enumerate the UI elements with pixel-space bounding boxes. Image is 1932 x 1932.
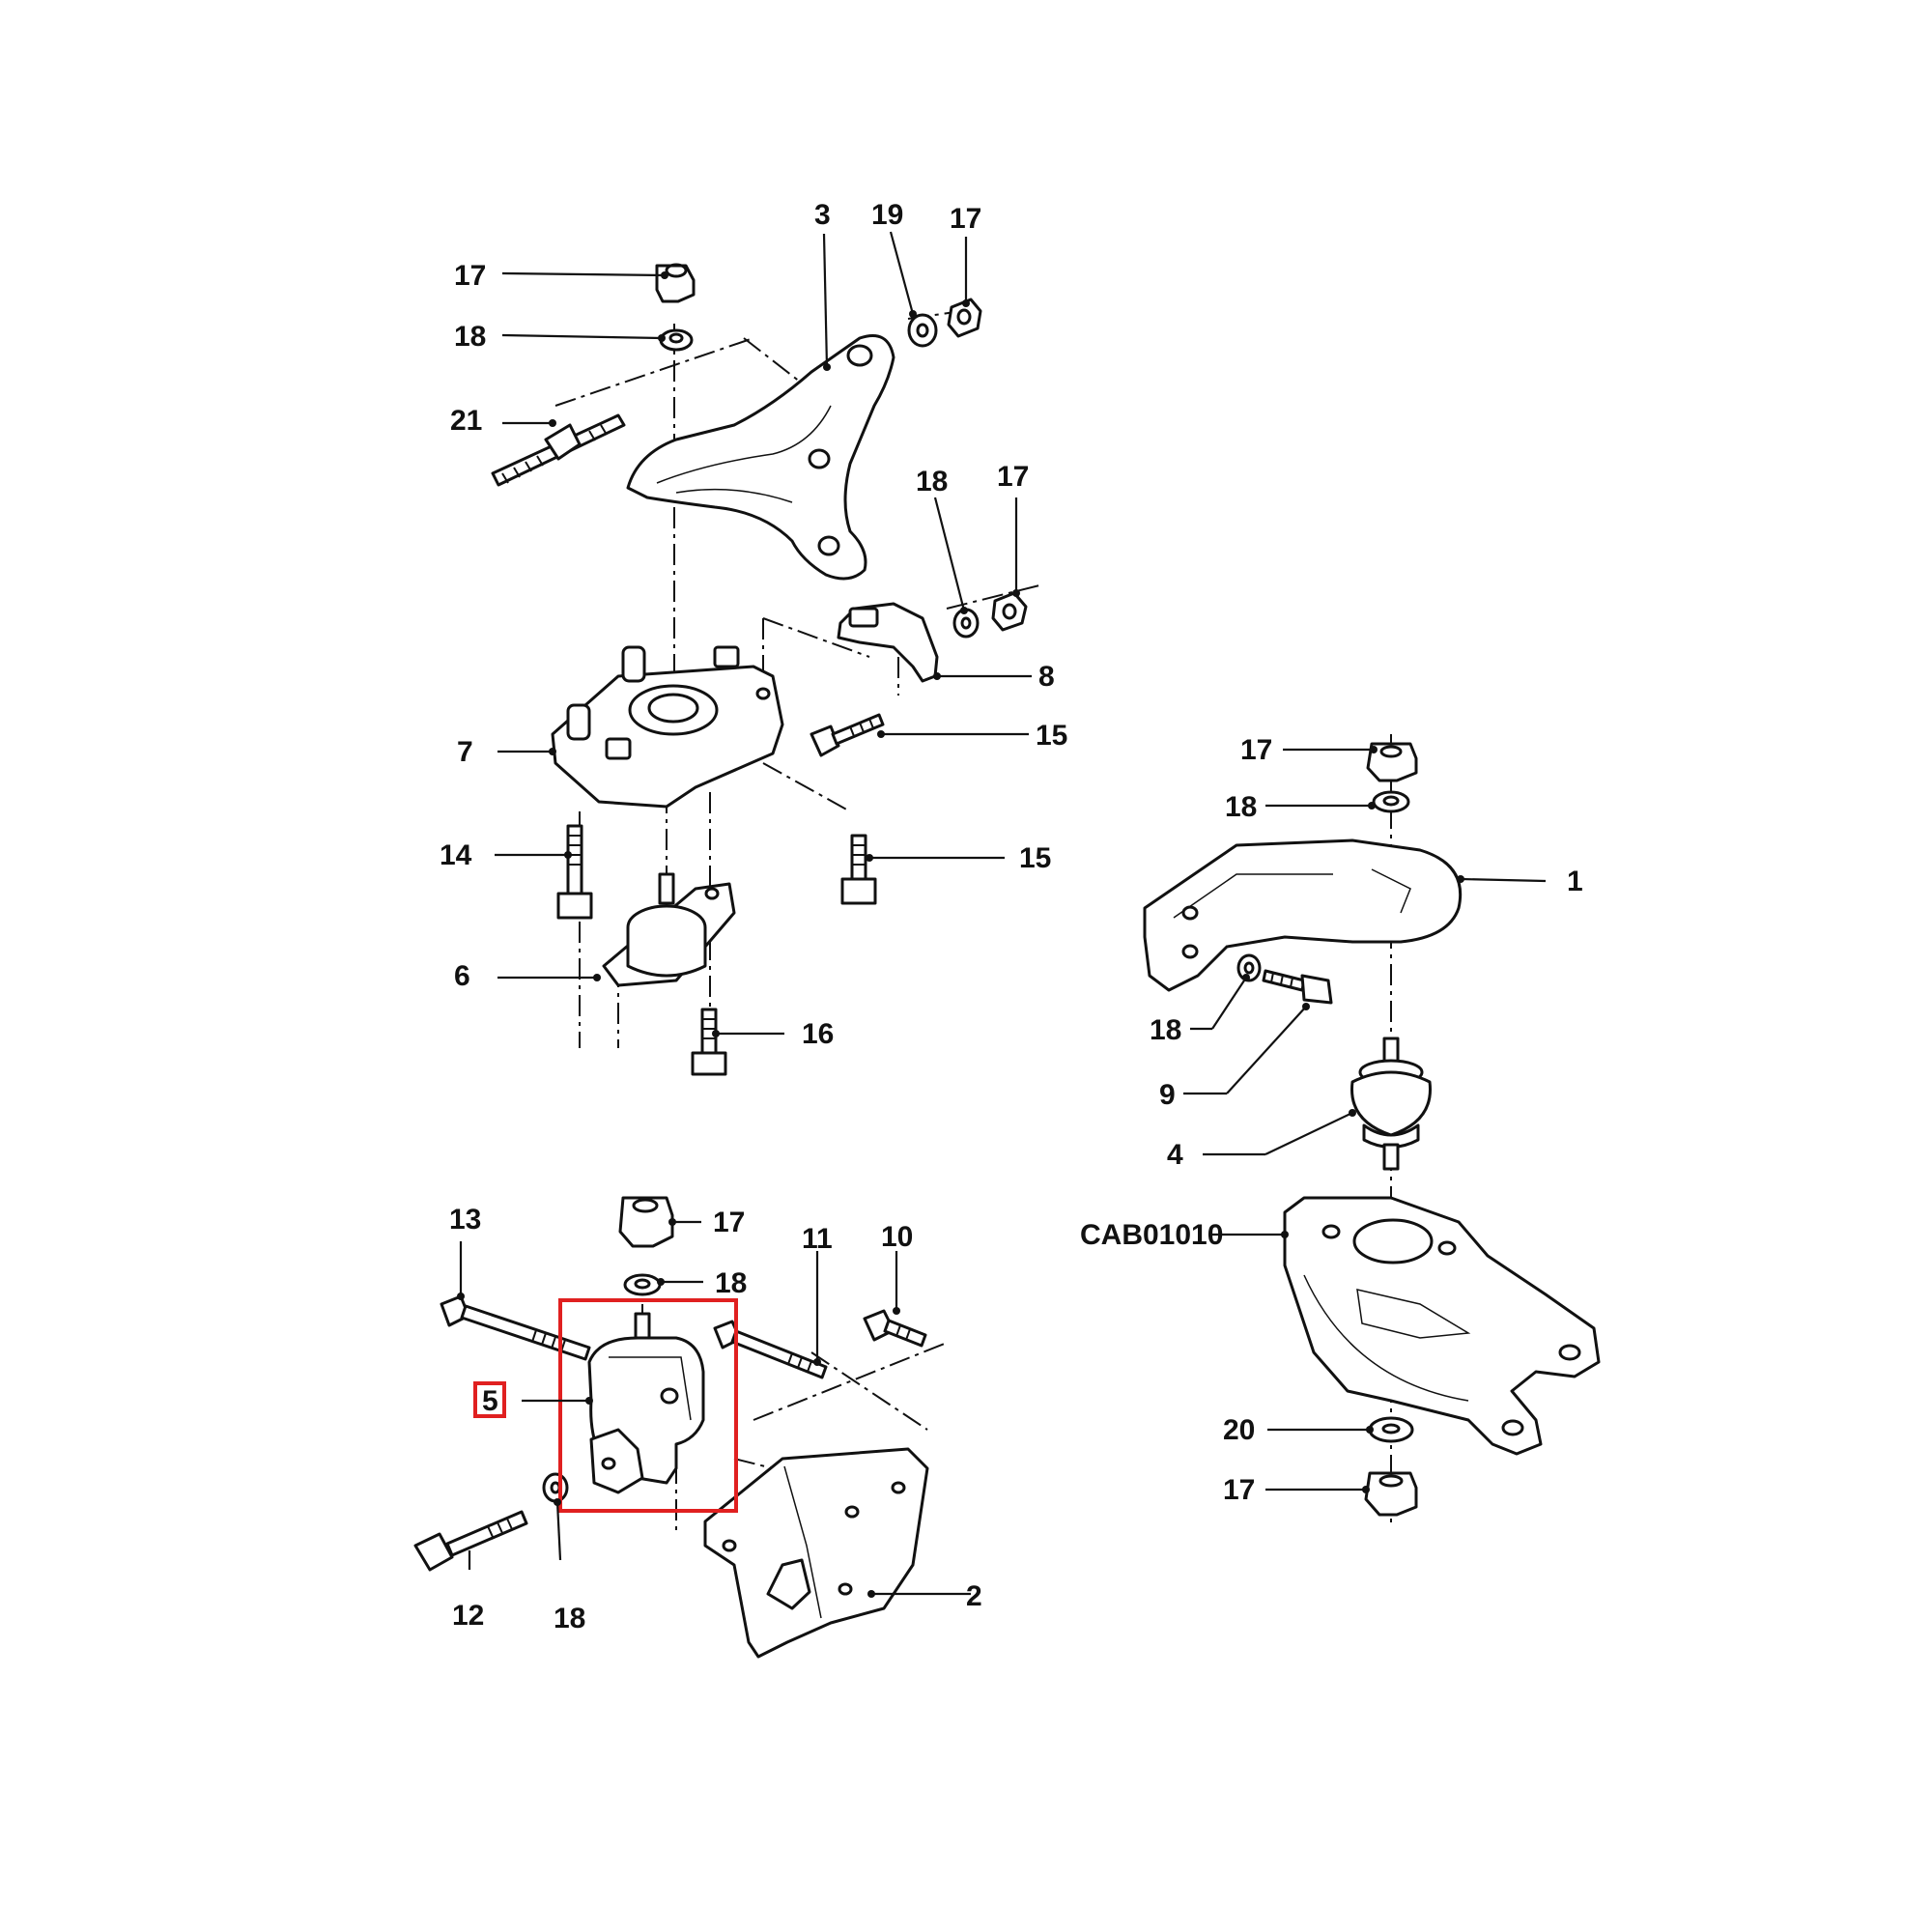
nut-17-mid: [991, 591, 1028, 632]
top-nut-17: [655, 263, 696, 303]
bracket-part-2: [703, 1447, 929, 1659]
mount-part-5: [587, 1312, 705, 1494]
leader-lines: [457, 231, 1547, 1598]
bolt-15-lower: [840, 834, 877, 905]
mounting-plate-CAB01010: [1283, 1196, 1601, 1456]
callout-1: 1: [1567, 866, 1583, 897]
bolt-12: [413, 1510, 528, 1572]
callout-3: 3: [814, 199, 831, 231]
washer-20: [1368, 1416, 1414, 1443]
callout-21: 21: [450, 405, 482, 437]
callout-19: 19: [871, 199, 903, 231]
callout-2: 2: [966, 1580, 982, 1612]
callout-18-bottom-side: 18: [554, 1603, 585, 1634]
washer-18-bottom-top: [623, 1273, 662, 1296]
drawing-code: CAB01010: [1080, 1219, 1223, 1251]
callout-15-upper: 15: [1036, 720, 1067, 752]
bolt-13: [440, 1294, 591, 1361]
callout-18-bottom: 18: [715, 1267, 747, 1299]
callout-12: 12: [452, 1600, 484, 1632]
callout-17-top: 17: [454, 260, 486, 292]
washer-18-bottom-side: [542, 1472, 569, 1503]
callout-16: 16: [802, 1018, 834, 1050]
callout-17-mid: 17: [997, 461, 1029, 493]
callout-13: 13: [449, 1204, 481, 1236]
nut-17-bottom: [618, 1196, 674, 1248]
bolt-14: [556, 824, 593, 920]
callout-10: 10: [881, 1221, 913, 1253]
bolt-10: [863, 1309, 927, 1348]
callout-17-top-right: 17: [950, 203, 981, 235]
nut-17-right-bottom: [1364, 1471, 1418, 1517]
callout-6: 6: [454, 960, 470, 992]
washer-19: [907, 313, 938, 348]
nut-17-right-top: [1366, 742, 1418, 782]
washer-18-right-side: [1236, 953, 1262, 982]
callout-17-right-bottom: 17: [1223, 1474, 1255, 1506]
callout-9: 9: [1159, 1079, 1176, 1111]
callout-15-lower: 15: [1019, 842, 1051, 874]
callout-7: 7: [457, 736, 473, 768]
mount-part-6: [602, 872, 736, 987]
callout-17-right-top: 17: [1240, 734, 1272, 766]
callout-18-mid: 18: [916, 466, 948, 497]
bracket-part-1: [1143, 838, 1463, 992]
callout-8: 8: [1038, 661, 1055, 693]
top-washer-18: [659, 328, 694, 352]
bracket-part-8: [837, 602, 939, 683]
callout-11: 11: [802, 1223, 833, 1255]
callout-5-highlight-box: [473, 1381, 506, 1418]
callout-18-right-top: 18: [1225, 791, 1257, 823]
upper-bracket-part-3: [626, 334, 895, 581]
callout-4: 4: [1167, 1139, 1183, 1171]
bracket-part-7: [551, 645, 784, 809]
washer-18-right-top: [1372, 790, 1410, 813]
callout-14: 14: [440, 839, 472, 871]
stud-21: [491, 413, 626, 487]
bolt-15-upper: [810, 713, 885, 757]
bolt-11: [713, 1320, 828, 1379]
callout-18-right-side: 18: [1150, 1014, 1181, 1046]
nut-17-upper-right: [947, 298, 982, 338]
callout-18-top: 18: [454, 321, 486, 353]
callout-labels: 17 18 21 3 19 17 18 17 8 15 7 14 15 6 16…: [440, 199, 1583, 1634]
callout-17-bottom: 17: [713, 1207, 745, 1238]
bolt-9: [1262, 969, 1333, 1005]
callout-20: 20: [1223, 1414, 1255, 1446]
mount-part-4: [1350, 1037, 1432, 1171]
bolt-16: [691, 1008, 727, 1076]
part-5-highlight-frame: [558, 1298, 738, 1513]
callout-5: 5: [482, 1385, 498, 1417]
